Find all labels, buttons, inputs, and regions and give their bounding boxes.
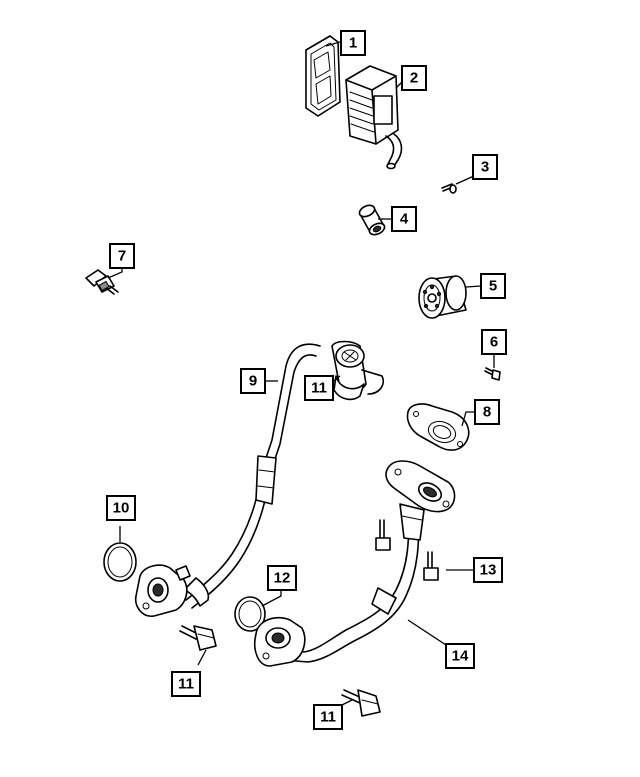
callout-label: 1 xyxy=(349,35,357,52)
callout-8: 8 xyxy=(474,399,500,425)
callout-label: 14 xyxy=(452,648,469,665)
callout-9: 9 xyxy=(240,368,266,394)
callout-12: 12 xyxy=(267,565,297,591)
callout-label: 6 xyxy=(490,334,498,351)
o-ring-icon[interactable] xyxy=(234,596,266,632)
callout-11-left: 11 xyxy=(171,671,201,697)
callout-label: 12 xyxy=(274,570,291,587)
oil-feed-tube-icon[interactable] xyxy=(134,340,384,617)
callout-label: 11 xyxy=(178,676,194,693)
callout-3: 3 xyxy=(472,154,498,180)
callout-label: 4 xyxy=(400,211,409,228)
callout-11-bottom: 11 xyxy=(313,704,343,730)
callout-label: 3 xyxy=(481,159,489,176)
callout-label: 11 xyxy=(311,380,327,397)
callout-label: 10 xyxy=(113,500,130,517)
callout-label: 7 xyxy=(118,248,126,265)
callout-14: 14 xyxy=(445,643,475,669)
o-ring-icon[interactable] xyxy=(103,542,137,582)
callout-2: 2 xyxy=(401,65,427,91)
callout-label: 5 xyxy=(489,278,497,295)
sensor-icon[interactable] xyxy=(85,269,119,295)
oil-return-tube-icon[interactable] xyxy=(254,460,456,667)
callout-label: 2 xyxy=(410,70,418,87)
callout-5: 5 xyxy=(480,273,506,299)
callout-label: 13 xyxy=(480,562,497,579)
stud-icon[interactable] xyxy=(375,519,439,581)
banjo-bolt-icon[interactable] xyxy=(341,689,381,717)
oil-filter-icon[interactable] xyxy=(418,275,467,319)
callout-10: 10 xyxy=(106,495,136,521)
callout-label: 11 xyxy=(320,709,336,726)
flange-gasket-icon[interactable] xyxy=(406,403,470,451)
callout-4: 4 xyxy=(391,206,417,232)
oil-cooler-icon[interactable] xyxy=(345,65,403,170)
bolt-icon[interactable] xyxy=(484,367,501,381)
callout-13: 13 xyxy=(473,557,503,583)
callout-label: 9 xyxy=(249,373,257,390)
gasket-icon[interactable] xyxy=(305,35,341,117)
sleeve-icon[interactable] xyxy=(358,203,387,237)
small-screw-icon[interactable] xyxy=(441,183,457,194)
callout-11-upper: 11 xyxy=(304,375,334,401)
callout-1: 1 xyxy=(340,30,366,56)
callout-label: 8 xyxy=(483,404,491,421)
callout-7: 7 xyxy=(109,243,135,269)
callout-6: 6 xyxy=(481,329,507,355)
banjo-bolt-icon[interactable] xyxy=(179,625,217,651)
